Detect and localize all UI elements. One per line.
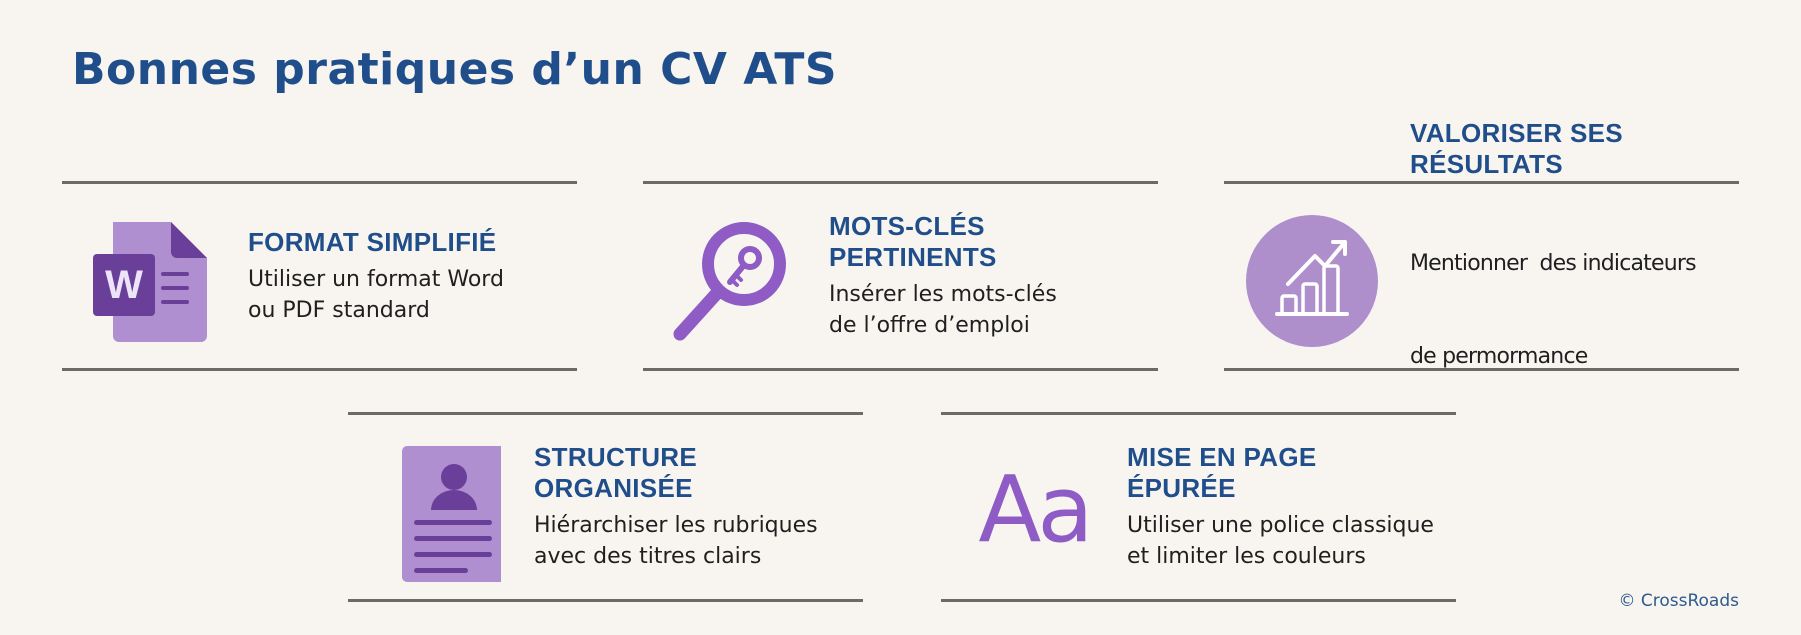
copyright-notice: © CrossRoads bbox=[1618, 591, 1739, 611]
card-desc-line: ou PDF standard bbox=[248, 297, 430, 323]
card-heading-line: RÉSULTATS bbox=[1410, 149, 1563, 179]
typography-aa-icon: Aa bbox=[959, 442, 1099, 582]
divider-bottom bbox=[643, 368, 1158, 371]
card-structure-organisee: STRUCTURE ORGANISÉE Hiérarchiser les rub… bbox=[348, 412, 863, 602]
card-desc-line: et limiter les couleurs bbox=[1127, 544, 1366, 569]
card-heading-line: MISE EN PAGE bbox=[1127, 442, 1317, 472]
card-desc-line: de permormance bbox=[1410, 344, 1588, 369]
card-heading-line: ÉPURÉE bbox=[1127, 473, 1236, 503]
card-desc-line: Utiliser un format Word bbox=[248, 266, 504, 292]
divider-top bbox=[643, 181, 1158, 184]
divider-top bbox=[62, 181, 577, 184]
card-mots-cles: MOTS-CLÉS PERTINENTS Insérer les mots-cl… bbox=[643, 181, 1158, 371]
magnifier-key-icon bbox=[661, 211, 801, 351]
card-heading-line: VALORISER SES bbox=[1410, 118, 1623, 148]
divider-bottom bbox=[62, 368, 577, 371]
card-heading-line: MOTS-CLÉS bbox=[829, 211, 985, 241]
card-desc-line: Mentionner des indicateurs bbox=[1410, 251, 1697, 276]
card-heading-line: STRUCTURE bbox=[534, 442, 698, 472]
divider-bottom bbox=[348, 599, 863, 602]
card-format-simplifie: W FORMAT SIMPLIFIÉ Utiliser un format Wo… bbox=[62, 181, 577, 371]
card-heading-line: ORGANISÉE bbox=[534, 473, 693, 503]
card-valoriser-resultats: VALORISER SES RÉSULTATS Mentionner des i… bbox=[1224, 118, 1739, 371]
card-desc-line: Utiliser une police classique bbox=[1127, 513, 1434, 538]
divider-top bbox=[348, 412, 863, 415]
divider-bottom bbox=[1224, 368, 1739, 371]
card-desc-line: de l’offre d’emploi bbox=[829, 313, 1030, 338]
card-heading-line: FORMAT SIMPLIFIÉ bbox=[248, 226, 497, 257]
card-mise-en-page: Aa MISE EN PAGE ÉPURÉE Utiliser une poli… bbox=[941, 412, 1456, 602]
growth-chart-icon bbox=[1242, 211, 1382, 351]
card-desc-line: Hiérarchiser les rubriques bbox=[534, 513, 818, 538]
page-title: Bonnes pratiques d’un CV ATS bbox=[72, 44, 838, 95]
card-desc-line: avec des titres clairs bbox=[534, 544, 762, 569]
svg-text:W: W bbox=[105, 263, 143, 307]
divider-top bbox=[1224, 181, 1739, 184]
word-document-icon: W bbox=[80, 211, 220, 351]
card-heading-line: PERTINENTS bbox=[829, 242, 997, 272]
typography-aa-glyph: Aa bbox=[978, 456, 1093, 563]
divider-top bbox=[941, 412, 1456, 415]
resume-profile-icon bbox=[366, 442, 506, 582]
divider-bottom bbox=[941, 599, 1456, 602]
card-desc-line: Insérer les mots-clés bbox=[829, 282, 1057, 307]
